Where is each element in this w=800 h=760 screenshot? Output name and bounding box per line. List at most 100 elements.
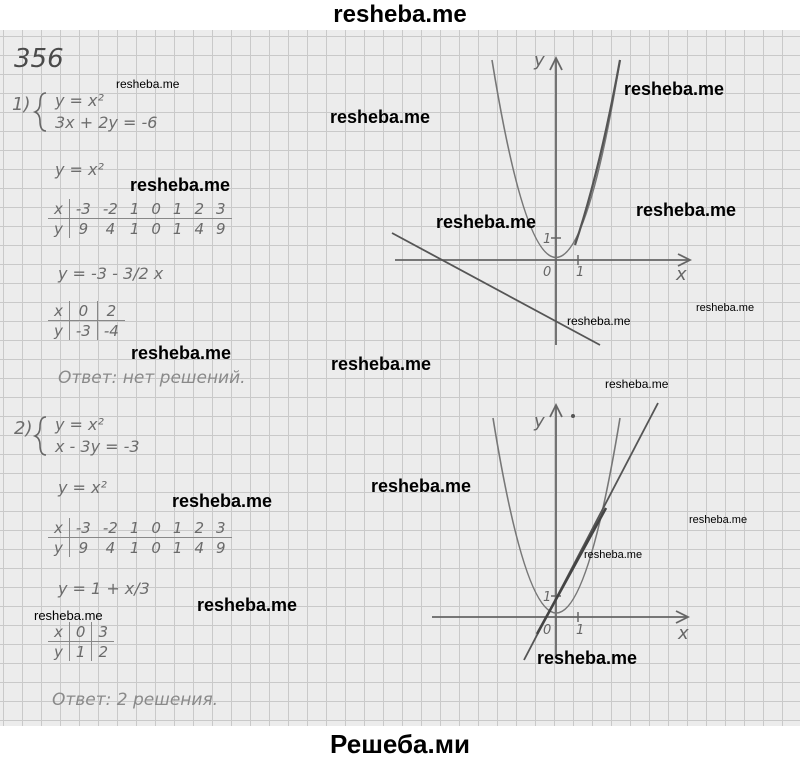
graph-1-unit-y-label: 1: [543, 232, 551, 247]
watermark: resheba.me: [34, 608, 103, 623]
part2-brace: [32, 416, 47, 456]
table-cell: 9: [78, 219, 89, 238]
graph-1-y-arrow: [549, 55, 563, 71]
graph-2-y-arrow: [549, 402, 563, 418]
table-header-y: y: [48, 537, 70, 557]
table-cell: -3: [69, 320, 98, 340]
watermark: resheba.me: [624, 79, 725, 99]
site-header: resheba.me: [333, 1, 467, 28]
graph-2-unit-x-label: 1: [576, 623, 584, 638]
graph-1-parabola-bold: [573, 59, 622, 246]
table-cell: 1: [172, 219, 183, 238]
graph-1-x-label: x: [675, 264, 687, 285]
table-cell: 0: [69, 301, 98, 321]
watermark: resheba.me: [605, 377, 669, 391]
graph-2-origin-label: 0: [543, 623, 551, 638]
table-row: x 0 3: [48, 622, 114, 642]
table-cell: 4: [105, 538, 116, 557]
graph-1-origin-label: 0: [543, 265, 551, 280]
part2-table2-caption: y = 1 + x/3: [58, 579, 150, 598]
table-cell: -4: [103, 321, 119, 340]
graph-2-x-label: x: [677, 623, 689, 644]
watermark: resheba.me: [567, 314, 631, 328]
table-cell: 4: [194, 219, 205, 238]
watermark: resheba.me: [331, 354, 432, 374]
table-cell: 3: [91, 622, 114, 642]
graph-2-unit-y-label: 1: [543, 590, 551, 605]
part1-label: 1): [12, 94, 31, 115]
table-header-y: y: [48, 218, 70, 238]
part1-table1: x -3 -2 1 0 1 2 3 y 9 4 1 0 1 4 9: [48, 199, 232, 238]
notebook-page: [0, 30, 800, 726]
watermark: resheba.me: [636, 200, 737, 220]
table-cell: 0: [69, 622, 93, 642]
part2-table1: x -3 -2 1 0 1 2 3 y 9 4 1 0 1 4 9: [48, 518, 232, 557]
watermark: resheba.me: [436, 212, 537, 232]
table-cell: 2: [97, 301, 125, 321]
table-cell: 2: [188, 518, 211, 538]
table-header-x: x: [48, 518, 70, 538]
table-cell: 3: [210, 518, 232, 538]
table-row: y 9 4 1 0 1 4 9: [48, 537, 232, 557]
graph-2: [432, 402, 691, 661]
problem-number: 356: [14, 44, 64, 74]
part2-table2: x 0 3 y 1 2: [48, 622, 114, 661]
table-cell: 1: [123, 199, 146, 219]
table-cell: 3: [210, 199, 232, 219]
table-header-y: y: [48, 641, 70, 661]
table-cell: 1: [166, 518, 189, 538]
table-cell: -3: [69, 518, 97, 538]
part1-eq2: 3x + 2y = -6: [55, 113, 158, 132]
table-row: y 1 2: [48, 641, 114, 661]
table-cell: 0: [151, 538, 161, 557]
graph-2-line-bold: [535, 507, 608, 635]
table-cell: 1: [123, 518, 146, 538]
watermark: resheba.me: [197, 595, 298, 615]
watermark: resheba.me: [131, 343, 232, 363]
part1-table1-caption: y = x²: [55, 160, 104, 179]
table-cell: 0: [145, 518, 167, 538]
part2-answer: Ответ: 2 решения.: [52, 690, 219, 710]
watermark: resheba.me: [537, 648, 638, 668]
part1-table2: x 0 2 y -3 -4: [48, 301, 125, 340]
graph-1-line: [391, 232, 601, 346]
table-cell: 1: [172, 538, 183, 557]
graph-2-y-label: y: [533, 411, 545, 432]
table-row: y 9 4 1 0 1 4 9: [48, 218, 232, 238]
graph-2-dot: [571, 414, 575, 418]
part1-brace: [32, 92, 47, 132]
graph-2-x-arrow: [675, 610, 691, 624]
watermark: resheba.me: [330, 107, 431, 127]
table-cell: 0: [145, 199, 167, 219]
table-cell: 9: [216, 219, 226, 238]
table-row: x 0 2: [48, 301, 125, 321]
table-header-x: x: [48, 301, 70, 321]
table-cell: -3: [69, 199, 97, 219]
table-header-x: x: [48, 622, 70, 642]
table-cell: 9: [216, 538, 226, 557]
table-cell: -2: [96, 199, 124, 219]
table-cell: 1: [69, 641, 93, 661]
part1-table2-caption: y = -3 - 3/2 x: [58, 264, 164, 283]
watermark: resheba.me: [172, 491, 273, 511]
part1-answer: Ответ: нет решений.: [58, 368, 246, 388]
table-cell: 2: [188, 199, 211, 219]
watermark: resheba.me: [130, 175, 231, 195]
table-row: x -3 -2 1 0 1 2 3: [48, 518, 232, 538]
table-cell: 9: [78, 538, 89, 557]
table-cell: 1: [129, 538, 140, 557]
graph-1-y-label: y: [533, 50, 545, 71]
graph-1-x-arrow: [677, 253, 693, 267]
watermark: resheba.me: [116, 77, 180, 91]
part2-eq1: y = x²: [55, 415, 104, 434]
watermark: resheba.me: [371, 476, 472, 496]
graph-1: [391, 55, 693, 346]
part2-label: 2): [14, 418, 33, 439]
table-cell: 2: [98, 642, 108, 661]
part2-table1-caption: y = x²: [58, 478, 107, 497]
watermark: resheba.me: [584, 549, 643, 561]
graph-1-parabola: [491, 59, 621, 258]
table-header-y: y: [48, 320, 70, 340]
table-cell: -2: [96, 518, 124, 538]
